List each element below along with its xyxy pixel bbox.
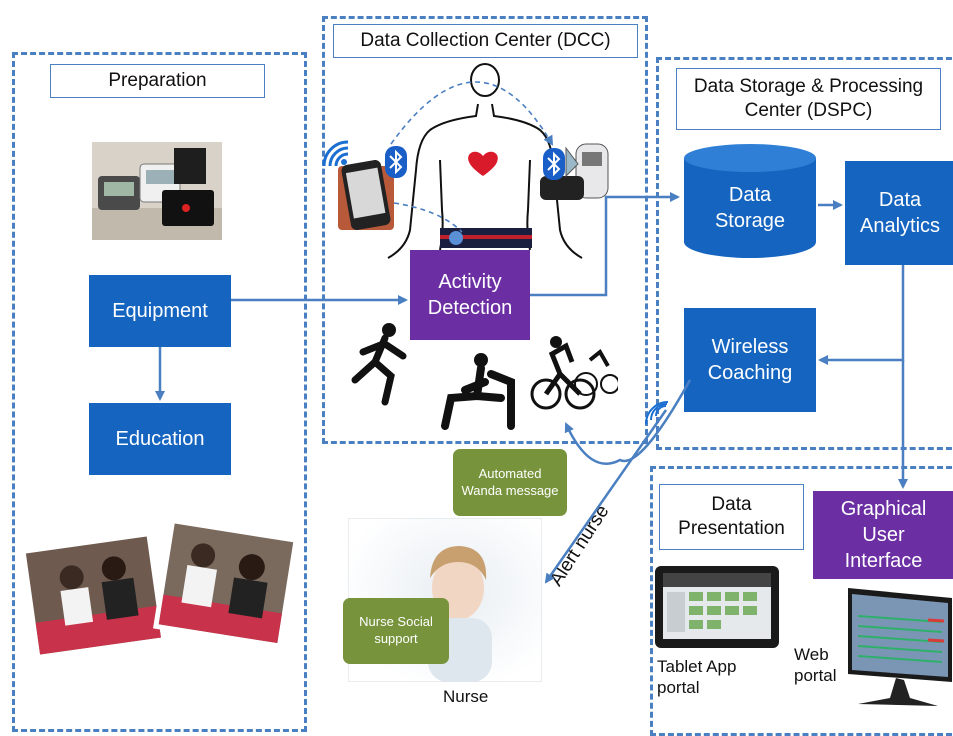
data-storage-label: Data Storage bbox=[714, 184, 786, 232]
tablet-illustration bbox=[655, 566, 779, 648]
runner-silhouette bbox=[351, 323, 407, 406]
data-analytics-box[interactable]: Data Analytics bbox=[845, 161, 953, 265]
body-outline-illustration bbox=[387, 63, 583, 259]
smartphone-illustration bbox=[338, 160, 394, 231]
tablet-portal-caption: Tablet App portal bbox=[657, 657, 737, 698]
web-portal-caption: Web portal bbox=[794, 645, 837, 686]
cyclists-silhouette bbox=[530, 336, 618, 410]
wireless-coaching-box[interactable]: Wireless Coaching bbox=[684, 308, 816, 412]
glucose-meter-illustration bbox=[540, 143, 609, 200]
education-photo bbox=[20, 520, 299, 660]
dcc-panel bbox=[322, 16, 648, 444]
equipment-photo bbox=[92, 142, 222, 240]
wifi-icon bbox=[322, 140, 349, 167]
preparation-title: Preparation bbox=[50, 64, 265, 98]
presentation-title: Data Presentation bbox=[659, 484, 804, 550]
web-monitor-illustration bbox=[848, 588, 952, 706]
automated-message-bubble: Automated Wanda message bbox=[453, 449, 567, 516]
equipment-box[interactable]: Equipment bbox=[89, 275, 231, 347]
nurse-support-bubble: Nurse Social support bbox=[343, 598, 449, 664]
nurse-caption: Nurse bbox=[443, 687, 489, 706]
dspc-panel bbox=[656, 57, 953, 450]
dcc-title: Data Collection Center (DCC) bbox=[333, 24, 638, 58]
data-storage-cylinder bbox=[684, 144, 816, 258]
sitting-person-silhouette bbox=[441, 353, 515, 430]
education-box[interactable]: Education bbox=[89, 403, 231, 475]
bluetooth-icon bbox=[385, 146, 407, 178]
bluetooth-icon bbox=[543, 148, 565, 180]
dspc-title: Data Storage & Processing Center (DSPC) bbox=[676, 68, 941, 130]
gui-box[interactable]: Graphical User Interface bbox=[813, 491, 953, 579]
activity-detection-box[interactable]: Activity Detection bbox=[410, 250, 530, 340]
